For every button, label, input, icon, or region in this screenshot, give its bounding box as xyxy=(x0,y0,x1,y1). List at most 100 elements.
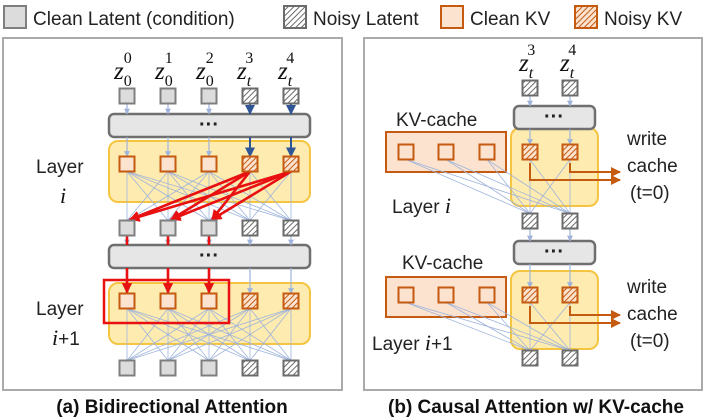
panel-a-frame xyxy=(2,37,343,391)
panel-b-frame xyxy=(363,37,703,391)
noisy-latent-box xyxy=(282,219,300,237)
panel-a-attention-highlight xyxy=(121,170,292,294)
attention-line xyxy=(486,159,531,214)
clean-kv-box xyxy=(200,292,218,310)
token-label: zt4 xyxy=(559,42,576,82)
attention-line xyxy=(486,159,571,214)
noisy-latent-box xyxy=(241,359,259,377)
noisy-kv-box xyxy=(561,143,579,161)
attention-line xyxy=(405,159,531,214)
attention-line xyxy=(126,171,210,221)
clean-kv-box xyxy=(118,155,136,173)
noisy-kv-box xyxy=(561,286,579,304)
ffn-ellipsis-1: ··· xyxy=(199,114,219,136)
attention-line xyxy=(126,308,210,361)
clean-kv-box xyxy=(478,143,496,161)
legend-noisy-latent: Noisy Latent xyxy=(313,9,419,30)
t0-label-1: (t=0) xyxy=(630,183,670,204)
token-label: zt3 xyxy=(236,50,253,90)
panel-a: z00 z01 z02 zt3 zt4 ··· ··· Layer i Laye… xyxy=(36,50,312,418)
clean-kv-swatch xyxy=(440,5,464,29)
panel-a-token-labels: z00 z01 z02 zt3 zt4 xyxy=(113,50,294,90)
noisy-kv-box xyxy=(282,292,300,310)
t0-label-2: (t=0) xyxy=(630,331,670,352)
attention-line xyxy=(445,159,531,214)
noisy-latent-box xyxy=(561,212,579,230)
panel-b-caption: (b) Causal Attention w/ KV-cache xyxy=(388,397,684,418)
noisy-latent-box xyxy=(521,79,539,97)
clean-kv-box xyxy=(159,292,177,310)
legend-clean-kv: Clean KV xyxy=(470,9,551,30)
layer-i1-var: i+1 xyxy=(52,325,80,350)
highlight-attention-arrow xyxy=(211,170,292,221)
highlight-attention-arrow xyxy=(129,170,292,222)
attention-line xyxy=(486,302,571,351)
noisy-kv-box xyxy=(241,292,259,310)
clean-kv-box xyxy=(118,292,136,310)
ffn-ellipsis-b1: ··· xyxy=(544,106,564,128)
legend: Clean Latent (condition) Noisy Latent Cl… xyxy=(3,5,682,30)
noisy-kv-box xyxy=(521,143,539,161)
clean-latent-box xyxy=(159,359,177,377)
noisy-latent-box xyxy=(561,79,579,97)
clean-kv-box xyxy=(159,155,177,173)
clean-kv-box xyxy=(437,143,455,161)
current-kv-band-1 xyxy=(510,127,599,207)
panel-b-token-boxes xyxy=(397,79,579,367)
ffn-block-b1 xyxy=(512,104,597,131)
attention-line xyxy=(126,308,292,361)
ffn-ellipsis-b2: ··· xyxy=(544,241,564,263)
attention-line xyxy=(486,302,531,351)
token-label: zt3 xyxy=(518,42,535,82)
kv-cache-label-1: KV-cache xyxy=(396,110,477,131)
attention-line xyxy=(249,308,292,361)
noisy-kv-swatch xyxy=(574,5,598,29)
clean-latent-box xyxy=(118,87,136,105)
panel-b: zt3 zt4 ··· ··· KV-cache KV-cache Layer … xyxy=(372,42,684,418)
clean-kv-highlight-box xyxy=(102,278,231,325)
panel-a-caption: (a) Bidirectional Attention xyxy=(56,397,288,418)
noisy-kv-box xyxy=(282,155,300,173)
clean-kv-box xyxy=(478,286,496,304)
legend-clean-latent: Clean Latent (condition) xyxy=(33,9,235,30)
clean-latent-box xyxy=(200,87,218,105)
ffn-ellipsis-2: ··· xyxy=(199,245,219,267)
noisy-latent-box xyxy=(561,349,579,367)
noisy-latent-box xyxy=(241,219,259,237)
noisy-latent-box xyxy=(282,359,300,377)
noisy-latent-box xyxy=(282,87,300,105)
noisy-latent-box xyxy=(521,212,539,230)
attention-line xyxy=(126,308,169,361)
noisy-latent-box xyxy=(241,87,259,105)
noisy-kv-box xyxy=(241,155,259,173)
attention-line xyxy=(208,308,292,361)
legend-noisy-kv: Noisy KV xyxy=(604,9,682,30)
attention-line xyxy=(249,171,292,221)
token-label: z00 xyxy=(113,50,132,90)
panel-b-token-labels: zt3 zt4 xyxy=(518,42,576,82)
clean-latent-box xyxy=(200,359,218,377)
cache-label-1: cache xyxy=(627,156,678,177)
clean-latent-box xyxy=(159,219,177,237)
write-label-2: write xyxy=(626,277,667,298)
clean-latent-box xyxy=(118,359,136,377)
write-cache-arrows xyxy=(529,163,621,328)
panel-a-token-boxes xyxy=(118,87,300,377)
noisy-latent-box xyxy=(521,349,539,367)
token-label: z02 xyxy=(195,50,214,90)
kv-cache-label-2: KV-cache xyxy=(402,253,483,274)
cache-label-2: cache xyxy=(627,304,678,325)
layer-i1-label: Layer xyxy=(36,299,84,320)
clean-kv-box xyxy=(397,286,415,304)
attention-line xyxy=(167,308,292,361)
attention-line xyxy=(405,302,531,351)
layer-i-label: Layer xyxy=(36,157,84,178)
ffn-block-b2 xyxy=(512,239,597,266)
layer-i1-label-b: Layer i+1 xyxy=(372,330,453,355)
token-label: zt4 xyxy=(277,50,294,90)
clean-latent-box xyxy=(200,219,218,237)
noisy-latent-swatch xyxy=(283,5,307,29)
noisy-kv-box xyxy=(521,286,539,304)
clean-kv-box xyxy=(200,155,218,173)
